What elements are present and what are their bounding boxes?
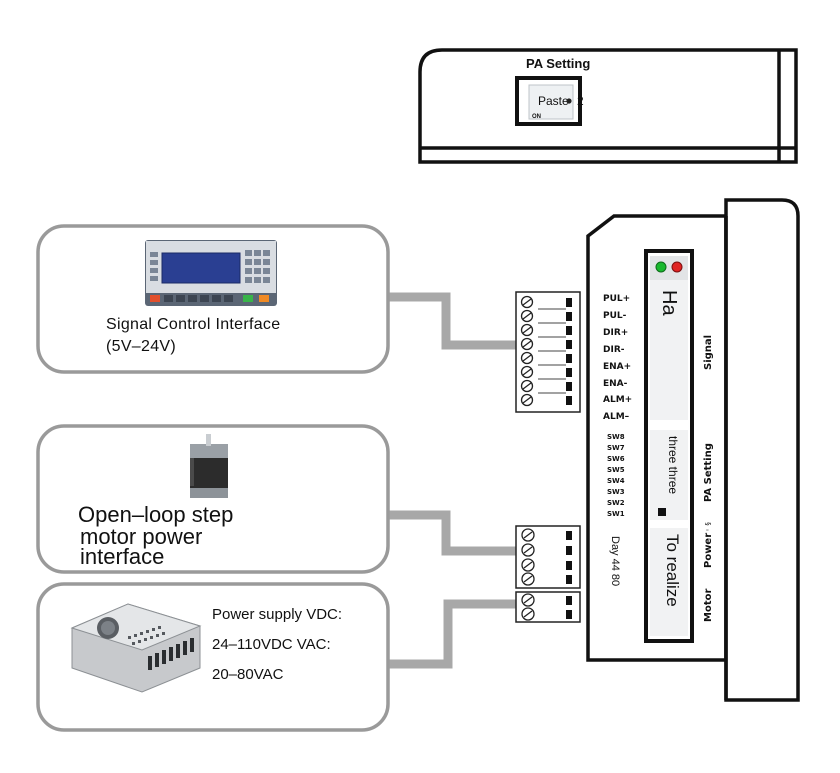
side-label-signal: Signal xyxy=(703,334,714,370)
motor-interface-callout xyxy=(36,424,390,574)
pa-switch-label: Paste xyxy=(538,94,569,108)
motor-terminal-block xyxy=(515,525,581,589)
stepper-motor-icon xyxy=(190,434,228,498)
motor-interface-line3: interface xyxy=(80,544,165,569)
pa-dip-switch-body[interactable] xyxy=(528,84,574,120)
dip-label-sw6: SW6 xyxy=(607,455,625,463)
dip-label-sw8: SW8 xyxy=(607,433,625,441)
signal-terminal-block xyxy=(515,291,581,413)
display-indicator-block xyxy=(658,508,666,516)
side-label-power: Power xyxy=(703,532,714,568)
pin-label-pul-minus: PUL- xyxy=(603,311,627,321)
dip-label-sw2: SW2 xyxy=(607,499,625,507)
pa-switch-on-label: ON xyxy=(532,114,541,120)
pin-label-pul-plus: PUL+ xyxy=(603,294,631,304)
dip-label-sw1: SW1 xyxy=(607,510,625,518)
pa-setting-title: PA Setting xyxy=(526,56,590,71)
pa-switch-number: 2 xyxy=(577,94,584,108)
status-led-red-icon xyxy=(671,261,683,273)
pin-label-ena-plus: ENA+ xyxy=(603,362,632,372)
dip-label-sw7: SW7 xyxy=(607,444,625,452)
driver-day-label: Day 44 80 xyxy=(609,536,621,587)
motor-wire xyxy=(388,510,520,556)
dip-label-sw4: SW4 xyxy=(607,477,625,485)
pa-switch-knob-icon xyxy=(566,98,572,104)
power-supply-icon xyxy=(70,603,202,693)
motor-interface-line2: motor power xyxy=(80,524,203,549)
power-terminal-block xyxy=(515,591,581,623)
power-wire xyxy=(388,599,518,669)
power-supply-line1: Power supply VDC: xyxy=(212,606,343,623)
motor-interface-line1: Open–loop step xyxy=(78,502,234,527)
pin-label-alm-plus: ALM+ xyxy=(603,395,633,405)
dip-label-sw5: SW5 xyxy=(607,466,625,474)
controller-icon xyxy=(145,240,277,306)
side-label-pa-setting: PA Setting xyxy=(703,443,714,502)
signal-interface-title: Signal Control Interface xyxy=(106,316,281,333)
status-led-green-icon xyxy=(655,261,667,273)
signal-wire xyxy=(388,292,518,350)
display-bottom-text: To realize xyxy=(663,534,682,607)
wires xyxy=(388,292,520,669)
power-supply-line3: 20–80VAC xyxy=(212,666,284,683)
dip-label-sw3: SW3 xyxy=(607,488,625,496)
display-top-text: Ha xyxy=(658,290,680,316)
power-supply-line2: 24–110VDC VAC: xyxy=(212,636,331,653)
pin-label-alm-minus: ALM– xyxy=(603,412,630,422)
driver-display-strip xyxy=(644,249,694,643)
signal-interface-voltage: (5V–24V) xyxy=(106,338,176,355)
pin-label-dir-plus: DIR+ xyxy=(603,328,629,338)
side-label-power-symbol: ◦ § xyxy=(704,522,712,532)
pin-label-dir-minus: DIR- xyxy=(603,345,625,355)
display-middle-text: three three xyxy=(666,436,680,495)
side-label-motor: Motor xyxy=(703,588,714,622)
pa-setting-panel: PA Setting Paste 2 ON xyxy=(418,48,798,164)
pin-label-ena-minus: ENA- xyxy=(603,379,628,389)
